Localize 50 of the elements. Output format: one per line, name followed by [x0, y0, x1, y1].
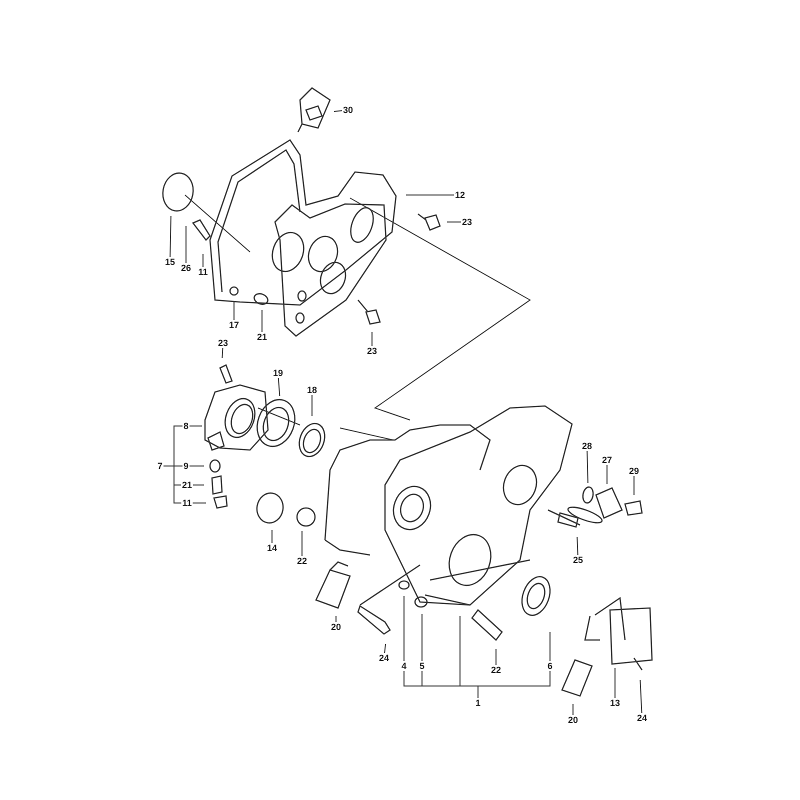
- callout-number: 6: [546, 661, 554, 671]
- callout-number: 28: [581, 441, 593, 451]
- leader-line: [384, 643, 386, 654]
- leader-line: [572, 704, 574, 716]
- callout-number: 15: [164, 257, 176, 267]
- callout-number: 23: [217, 338, 229, 348]
- leader-line: [614, 668, 616, 698]
- callout-number: 11: [197, 267, 209, 277]
- callout-number: 1: [474, 698, 482, 708]
- leader-line: [192, 502, 206, 504]
- callout-number: 11: [181, 498, 193, 508]
- callout-number: 18: [306, 385, 318, 395]
- leader-line: [406, 194, 454, 196]
- callout-number: 29: [628, 466, 640, 476]
- callout-number: 13: [609, 698, 621, 708]
- callout-number: 19: [272, 368, 284, 378]
- callout-number: 21: [256, 332, 268, 342]
- callout-number: 27: [601, 455, 613, 465]
- callout-number: 5: [418, 661, 426, 671]
- leader-line: [192, 484, 204, 486]
- callout-number: 26: [180, 263, 192, 273]
- callout-number: 23: [366, 346, 378, 356]
- leader-line: [202, 254, 204, 268]
- callout-number: 14: [266, 543, 278, 553]
- callout-number: 23: [461, 217, 473, 227]
- leader-line: [586, 450, 588, 484]
- callout-number: 17: [228, 320, 240, 330]
- callout-number: 22: [296, 556, 308, 566]
- callout-number: 7: [156, 461, 164, 471]
- callout-number: 12: [454, 190, 466, 200]
- callout-number: 8: [182, 421, 190, 431]
- leader-line: [278, 378, 280, 396]
- callout-number: 24: [378, 653, 390, 663]
- leader-line: [478, 670, 550, 698]
- callout-number: 9: [182, 461, 190, 471]
- callout-number: 22: [490, 665, 502, 675]
- leader-line: [222, 348, 224, 358]
- leader-line: [606, 464, 608, 484]
- leader-line: [333, 110, 342, 112]
- callout-number: 30: [342, 105, 354, 115]
- leader-line: [640, 680, 642, 714]
- callout-number: 20: [567, 715, 579, 725]
- leader-line: [170, 216, 172, 258]
- callout-number: 21: [181, 480, 193, 490]
- leader-line: [576, 536, 578, 556]
- callout-number: 4: [400, 661, 408, 671]
- callout-number: 24: [636, 713, 648, 723]
- leader-line: [163, 466, 182, 504]
- callout-number: 25: [572, 555, 584, 565]
- callout-number: 20: [330, 622, 342, 632]
